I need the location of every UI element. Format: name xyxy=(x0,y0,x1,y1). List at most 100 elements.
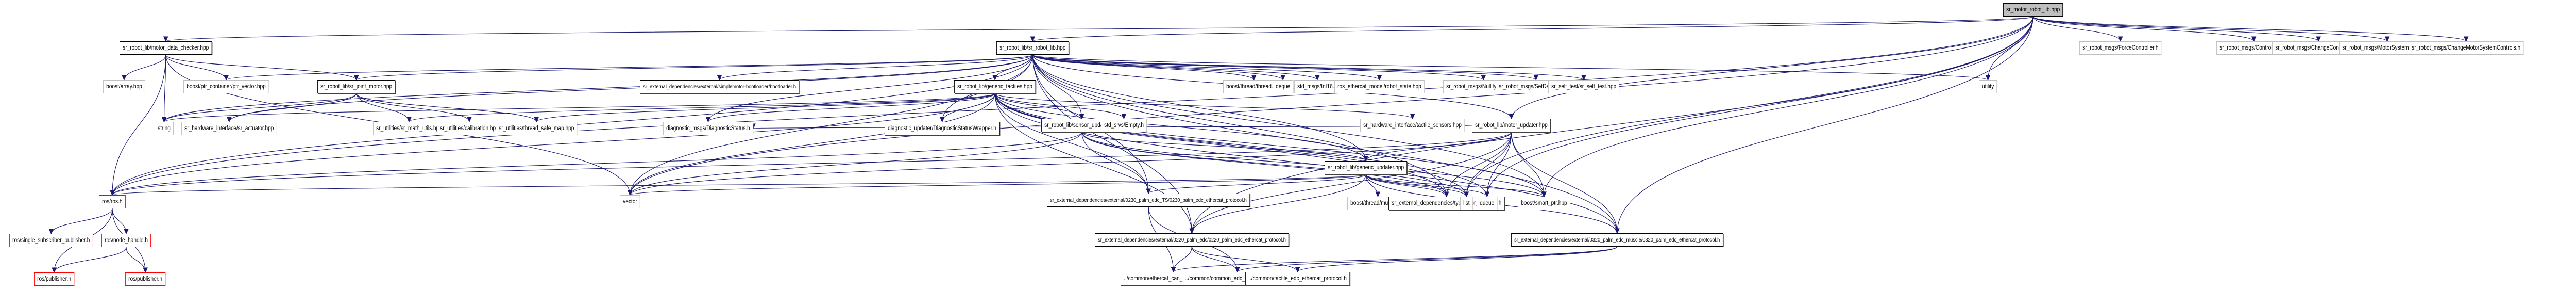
graph-edge xyxy=(112,54,166,196)
arrowhead-icon xyxy=(467,117,472,123)
arrowhead-icon xyxy=(2117,36,2123,42)
arrowhead-icon xyxy=(534,117,539,123)
graph-node-tactile-sensors[interactable]: sr_hardware_interface/tactile_sensors.hp… xyxy=(1360,119,1465,132)
arrowhead-icon xyxy=(1315,75,1320,81)
graph-edge xyxy=(226,54,1033,81)
graph-edge xyxy=(1191,132,1512,234)
arrowhead-icon xyxy=(1509,114,1514,120)
graph-node-motor-data-checker[interactable]: sr_robot_lib/motor_data_checker.hpp xyxy=(120,41,212,55)
arrowhead-icon xyxy=(1541,191,1547,198)
graph-edge xyxy=(1486,16,2033,197)
graph-edge xyxy=(50,208,113,234)
arrowhead-icon xyxy=(1363,156,1368,162)
graph-edge xyxy=(1032,54,1484,81)
graph-node-int16[interactable]: std_msgs/Int16.h xyxy=(1294,80,1341,93)
graph-node-ptr-vector[interactable]: boost/ptr_container/ptr_vector.hpp xyxy=(183,80,269,93)
graph-node-queue[interactable]: queue xyxy=(1477,197,1498,210)
graph-edge xyxy=(994,93,1618,234)
graph-node-utility[interactable]: utility xyxy=(1979,80,1997,93)
arrowhead-icon xyxy=(939,117,945,123)
graph-edge xyxy=(163,93,995,122)
graph-node-palm-0220[interactable]: sr_external_dependencies/external/0220_p… xyxy=(1095,233,1290,247)
graph-node-boost-array[interactable]: boost/array.hpp xyxy=(103,80,145,93)
graph-node-force-ctrl[interactable]: sr_robot_msgs/ForceController.h xyxy=(2079,41,2162,55)
graph-node-std-empty[interactable]: std_srvs/Empty.h xyxy=(1101,119,1147,132)
arrowhead-icon xyxy=(1375,191,1381,198)
graph-node-palm-0320[interactable]: sr_external_dependencies/external/0320_p… xyxy=(1511,233,1723,247)
arrowhead-icon xyxy=(124,229,129,235)
graph-edge xyxy=(112,132,1082,196)
graph-edge xyxy=(630,174,1366,196)
graph-node-sr-joint-motor[interactable]: sr_robot_lib/sr_joint_motor.hpp xyxy=(317,80,396,93)
graph-edge xyxy=(124,54,166,81)
graph-node-change-motor-sys-ctrls[interactable]: sr_robot_msgs/ChangeMotorSystemControls.… xyxy=(2409,41,2524,55)
graph-node-generic-updater[interactable]: sr_robot_lib/generic_updater.hpp xyxy=(1325,161,1408,174)
graph-edge xyxy=(112,93,995,196)
graph-node-publisher-b[interactable]: ros/publisher.h xyxy=(125,272,166,286)
graph-node-single-sub-pub[interactable]: ros/single_subscriber_publisher.h xyxy=(9,234,93,247)
graph-node-palm-0230[interactable]: sr_external_dependencies/external/0230_p… xyxy=(1047,194,1250,207)
graph-edge xyxy=(112,16,2033,196)
graph-edge xyxy=(1032,54,1584,81)
graph-edge xyxy=(2032,16,2388,42)
graph-edge xyxy=(165,16,2033,42)
graph-edge xyxy=(1081,132,1149,194)
graph-node-list[interactable]: list xyxy=(1460,197,1473,210)
graph-node-self-test[interactable]: sr_self_test/sr_self_test.hpp xyxy=(1548,80,1620,93)
arrowhead-icon xyxy=(2384,36,2390,42)
graph-node-vector[interactable]: vector xyxy=(620,195,640,208)
graph-edge xyxy=(1032,54,1989,81)
graph-edge xyxy=(163,93,357,122)
arrowhead-icon xyxy=(705,117,711,123)
graph-node-sr-actuator[interactable]: sr_hardware_interface/sr_actuator.hpp xyxy=(181,122,277,135)
graph-node-tactile-edc[interactable]: ../common/tactile_edc_ethercat_protocol.… xyxy=(1245,272,1350,285)
graph-node-sr-robot-lib[interactable]: sr_robot_lib/sr_robot_lib.hpp xyxy=(996,41,1069,55)
arrowhead-icon xyxy=(1171,267,1176,273)
arrowhead-icon xyxy=(1189,228,1195,234)
arrowhead-icon xyxy=(1410,114,1415,120)
graph-edge xyxy=(1081,132,1545,197)
graph-node-root[interactable]: sr_motor_robot_lib.hpp xyxy=(2003,3,2063,17)
graph-edge xyxy=(719,54,1033,81)
graph-edge xyxy=(1081,132,1366,162)
graph-edge xyxy=(1617,16,2033,234)
arrowhead-icon xyxy=(1581,75,1586,81)
arrowhead-icon xyxy=(1464,191,1469,198)
graph-node-node-handle[interactable]: ros/node_handle.h xyxy=(101,234,151,247)
graph-edge xyxy=(1032,16,2033,42)
graph-edge xyxy=(54,247,127,273)
graph-node-thread-safe-map[interactable]: sr_utilities/thread_safe_map.hpp xyxy=(496,122,578,135)
graph-edge xyxy=(1191,246,1298,272)
arrowhead-icon xyxy=(717,75,722,81)
graph-node-robot-state[interactable]: ros_ethercat_model/robot_state.hpp xyxy=(1334,80,1425,93)
graph-node-string[interactable]: string xyxy=(155,122,174,135)
graph-node-deque[interactable]: deque xyxy=(1273,80,1294,93)
graph-edge xyxy=(1191,174,1366,234)
graph-edge xyxy=(1032,54,1318,81)
graph-edge xyxy=(994,93,1124,119)
graph-node-ros-h[interactable]: ros/ros.h xyxy=(99,195,126,208)
graph-edge xyxy=(1365,174,1487,197)
graph-edge xyxy=(1237,246,1618,272)
graph-node-smart-ptr[interactable]: boost/smart_ptr.hpp xyxy=(1518,197,1570,210)
arrowhead-icon xyxy=(2316,36,2321,42)
graph-edge xyxy=(1297,246,1618,272)
graph-edge xyxy=(1032,54,1366,162)
graph-edge xyxy=(229,54,1033,122)
graph-node-generic-tactiles[interactable]: sr_robot_lib/generic_tactiles.hpp xyxy=(954,80,1036,93)
graph-node-motor-updater[interactable]: sr_robot_lib/motor_updater.hpp xyxy=(1472,119,1551,132)
arrowhead-icon xyxy=(1280,75,1286,81)
graph-node-math-utils[interactable]: sr_utilities/sr_math_utils.hpp xyxy=(373,122,446,135)
graph-edge xyxy=(356,93,537,122)
arrowhead-icon xyxy=(163,36,168,42)
graph-node-calibration[interactable]: sr_utilities/calibration.hpp xyxy=(437,122,502,135)
arrowhead-icon xyxy=(353,75,359,81)
graph-node-publisher-a[interactable]: ros/publisher.h xyxy=(34,272,75,286)
graph-edge xyxy=(1173,246,1618,272)
arrowhead-icon xyxy=(628,190,633,196)
graph-node-diag-wrapper[interactable]: diagnostic_updater/DiagnosticStatusWrapp… xyxy=(885,122,1000,135)
graph-node-diag-status[interactable]: diagnostic_msgs/DiagnosticStatus.h xyxy=(663,122,753,135)
arrowhead-icon xyxy=(48,229,54,235)
graph-node-bootloader[interactable]: sr_external_dependencies/external/simple… xyxy=(640,80,800,93)
graph-edge xyxy=(1032,54,1545,197)
